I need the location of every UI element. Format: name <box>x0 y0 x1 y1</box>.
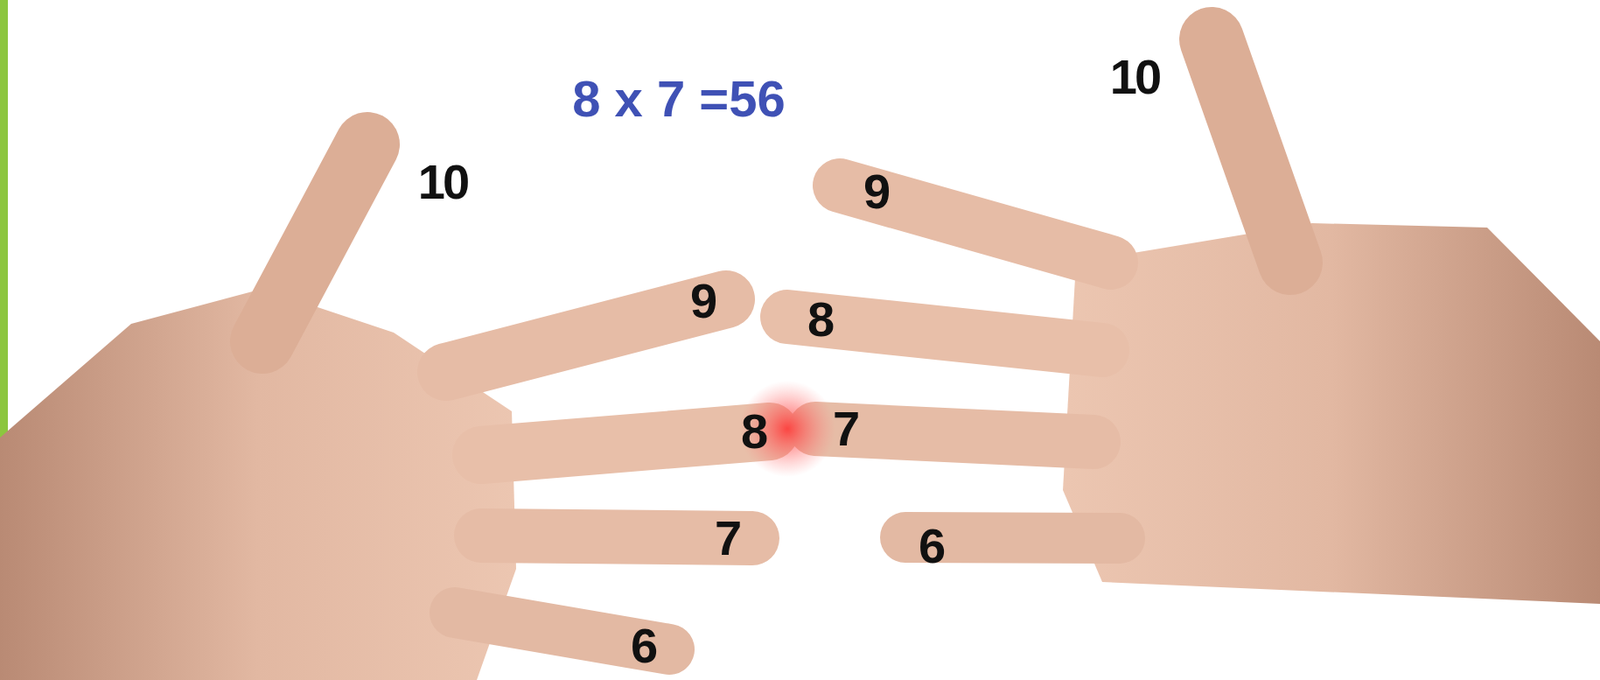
finger-number: 6 <box>918 521 944 571</box>
right-hand <box>787 39 1600 604</box>
left-ring-finger <box>481 535 753 538</box>
left-middle-finger <box>481 431 770 455</box>
finger-number: 9 <box>690 276 715 326</box>
finger-number: 7 <box>714 513 740 563</box>
finger-number: 6 <box>630 621 656 671</box>
title: 8 x 7 =56 <box>572 73 786 125</box>
finger-number: 8 <box>807 294 832 344</box>
left-hand <box>0 144 770 680</box>
left-thumb <box>262 144 368 342</box>
right-middle-finger <box>787 316 1103 350</box>
right-thumb <box>1211 39 1291 263</box>
finger-number: 8 <box>740 406 766 456</box>
finger-number: 7 <box>832 404 858 454</box>
finger-number: 10 <box>1110 52 1160 102</box>
left-index-finger <box>446 299 727 372</box>
finger-number: 9 <box>863 167 888 217</box>
finger-number: 10 <box>418 157 468 207</box>
touch-glow <box>739 380 836 477</box>
